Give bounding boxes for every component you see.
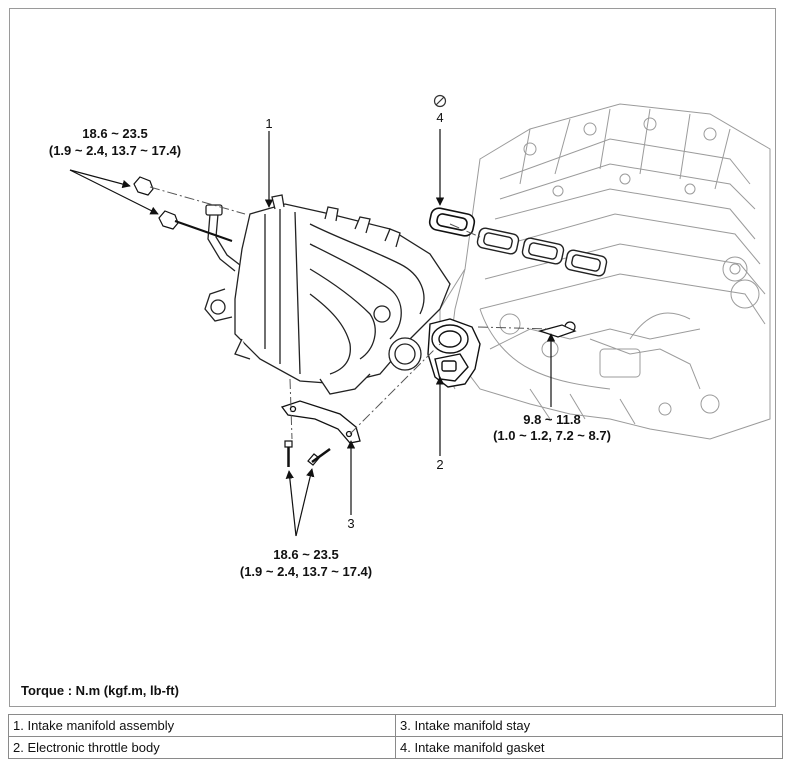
torque-right-alt: (1.0 ~ 1.2, 7.2 ~ 8.7): [493, 428, 611, 443]
legend-row: 1. Intake manifold assembly 3. Intake ma…: [8, 714, 783, 737]
exploded-view-diagram: 1 4 2 3 18.6 ~ 23.5 (1.9 ~ 2.4, 13.7 ~ 1…: [49, 94, 771, 579]
legend-row: 2. Electronic throttle body 4. Intake ma…: [8, 736, 783, 759]
torque-bottom-alt: (1.9 ~ 2.4, 13.7 ~ 17.4): [240, 564, 372, 579]
manifold-nut-lower: [158, 210, 179, 230]
leader-lines: [69, 129, 556, 537]
electronic-throttle-body: [427, 318, 481, 388]
intake-manifold-assembly: [204, 194, 451, 395]
legend-item-2: 2. Electronic throttle body: [8, 736, 396, 759]
fasteners: [133, 176, 577, 467]
assembly-centerlines: [149, 186, 551, 440]
torque-bottom-nm: 18.6 ~ 23.5: [273, 547, 338, 562]
torque-right-nm: 9.8 ~ 11.8: [523, 412, 580, 427]
callout-4: 4: [436, 110, 443, 125]
intake-manifold-stay: [280, 400, 361, 444]
callout-2: 2: [436, 457, 443, 472]
legend-item-4: 4. Intake manifold gasket: [395, 736, 783, 759]
diagram-frame: 1 4 2 3 18.6 ~ 23.5 (1.9 ~ 2.4, 13.7 ~ 1…: [9, 8, 776, 707]
intake-manifold-gasket: [428, 207, 476, 237]
prohibition-icon: [433, 94, 447, 108]
callout-3: 3: [347, 516, 354, 531]
callout-1: 1: [265, 116, 272, 131]
parts-legend: 1. Intake manifold assembly 3. Intake ma…: [8, 714, 783, 759]
legend-item-3: 3. Intake manifold stay: [395, 714, 783, 737]
torque-top-left-alt: (1.9 ~ 2.4, 13.7 ~ 17.4): [49, 143, 181, 158]
torque-top-left-nm: 18.6 ~ 23.5: [82, 126, 147, 141]
manifold-nut-upper: [133, 176, 154, 196]
legend-item-1: 1. Intake manifold assembly: [8, 714, 396, 737]
torque-unit-note: Torque : N.m (kgf.m, lb-ft): [21, 683, 179, 698]
